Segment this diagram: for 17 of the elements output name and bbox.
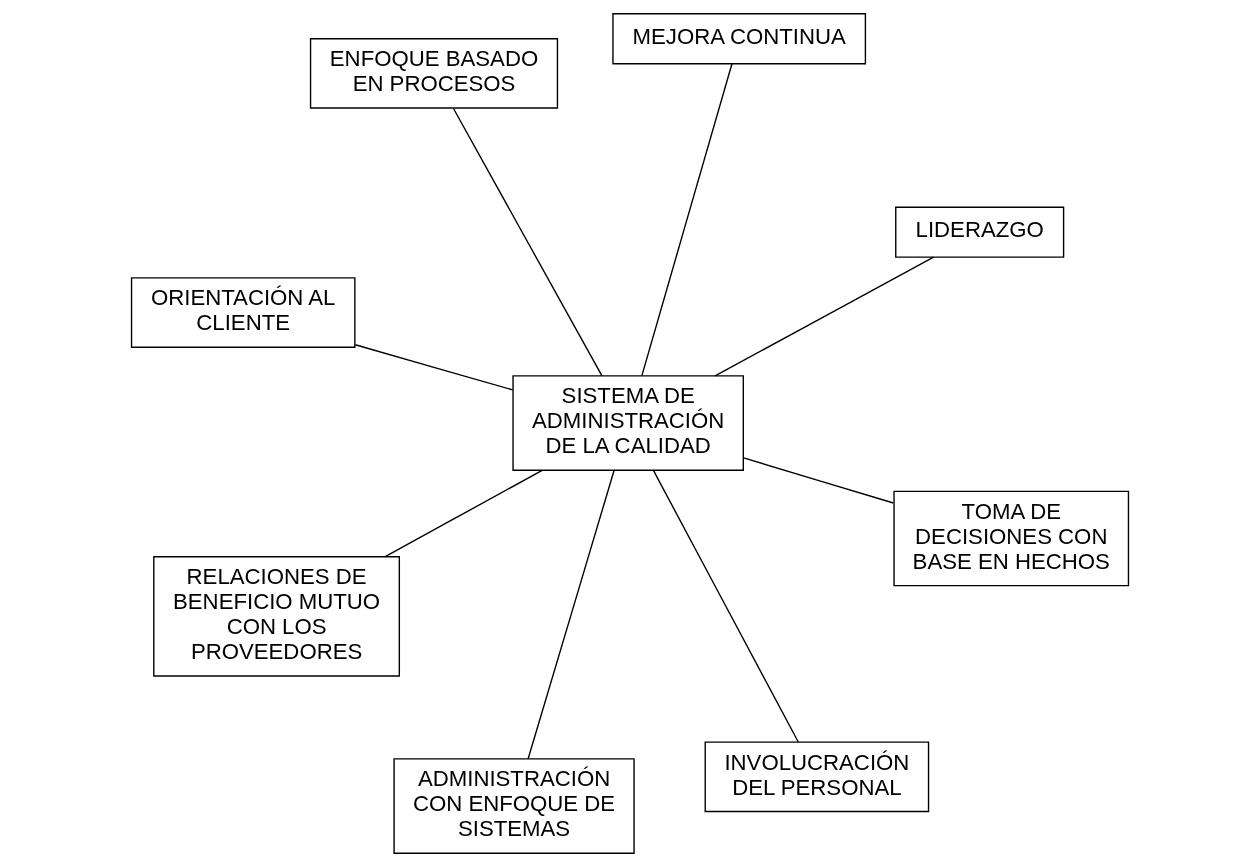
- connector: [354, 344, 513, 391]
- connector: [640, 63, 733, 377]
- node-box: ORIENTACIÓN AL CLIENTE: [130, 277, 356, 348]
- connector: [526, 469, 615, 760]
- connector: [384, 469, 543, 558]
- node-box: RELACIONES DE BENEFICIO MUTUO CON LOS PROVEEDORES: [152, 556, 400, 677]
- connector: [452, 107, 603, 377]
- node-box: TOMA DE DECISIONES CON BASE EN HECHOS: [892, 490, 1129, 587]
- node-box: ENFOQUE BASADO EN PROCESOS: [309, 38, 558, 109]
- connector: [713, 256, 934, 377]
- connector: [742, 457, 894, 504]
- node-box: INVOLUCRACIÓN DEL PERSONAL: [704, 741, 929, 813]
- node-box: MEJORA CONTINUA: [611, 13, 866, 65]
- node-box: SISTEMA DE ADMINISTRACIÓN DE LA CALIDAD: [511, 375, 744, 471]
- node-box: LIDERAZGO: [894, 206, 1064, 258]
- connector: [652, 469, 799, 743]
- node-box: ADMINISTRACIÓN CON ENFOQUE DE SISTEMAS: [392, 758, 635, 854]
